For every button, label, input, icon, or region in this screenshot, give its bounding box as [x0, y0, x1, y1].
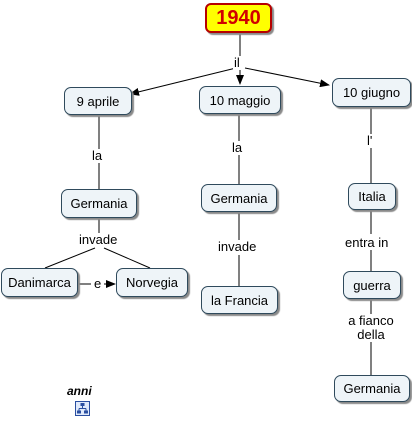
concept-danimarca[interactable]: Danimarca — [1, 268, 78, 297]
concept-germania-2[interactable]: Germania — [201, 184, 277, 212]
root-concept-1940[interactable]: 1940 — [205, 3, 272, 33]
link-label-la-2: la — [231, 140, 244, 155]
link-label-line-2: della — [357, 327, 385, 342]
concept-germania-1[interactable]: Germania — [61, 189, 137, 218]
link-label-la-1: la — [91, 148, 104, 163]
concept-map-icon-glyph — [77, 403, 88, 414]
concept-la-francia[interactable]: la Francia — [201, 286, 278, 314]
link-label-il: il — [233, 55, 241, 70]
concept-italia[interactable]: Italia — [348, 183, 396, 210]
concept-germania-3[interactable]: Germania — [334, 375, 410, 402]
legend-label-anni: anni — [67, 384, 92, 398]
concept-10-giugno[interactable]: 10 giugno — [332, 78, 411, 107]
link-label-a-fianco-della: a fianco della — [345, 314, 397, 342]
link-label-l: l' — [366, 133, 374, 148]
link-label-invade-2: invade — [217, 239, 258, 254]
concept-guerra[interactable]: guerra — [343, 271, 401, 299]
link-label-e: e — [93, 276, 103, 291]
concept-norvegia[interactable]: Norvegia — [116, 268, 188, 297]
concept-10-maggio[interactable]: 10 maggio — [199, 86, 281, 114]
concept-9-aprile[interactable]: 9 aprile — [64, 87, 132, 115]
link-label-line-1: a fianco — [348, 313, 394, 328]
concept-map-icon[interactable] — [75, 401, 90, 416]
link-label-invade-1: invade — [78, 232, 119, 247]
link-label-entra-in: entra in — [344, 235, 390, 250]
